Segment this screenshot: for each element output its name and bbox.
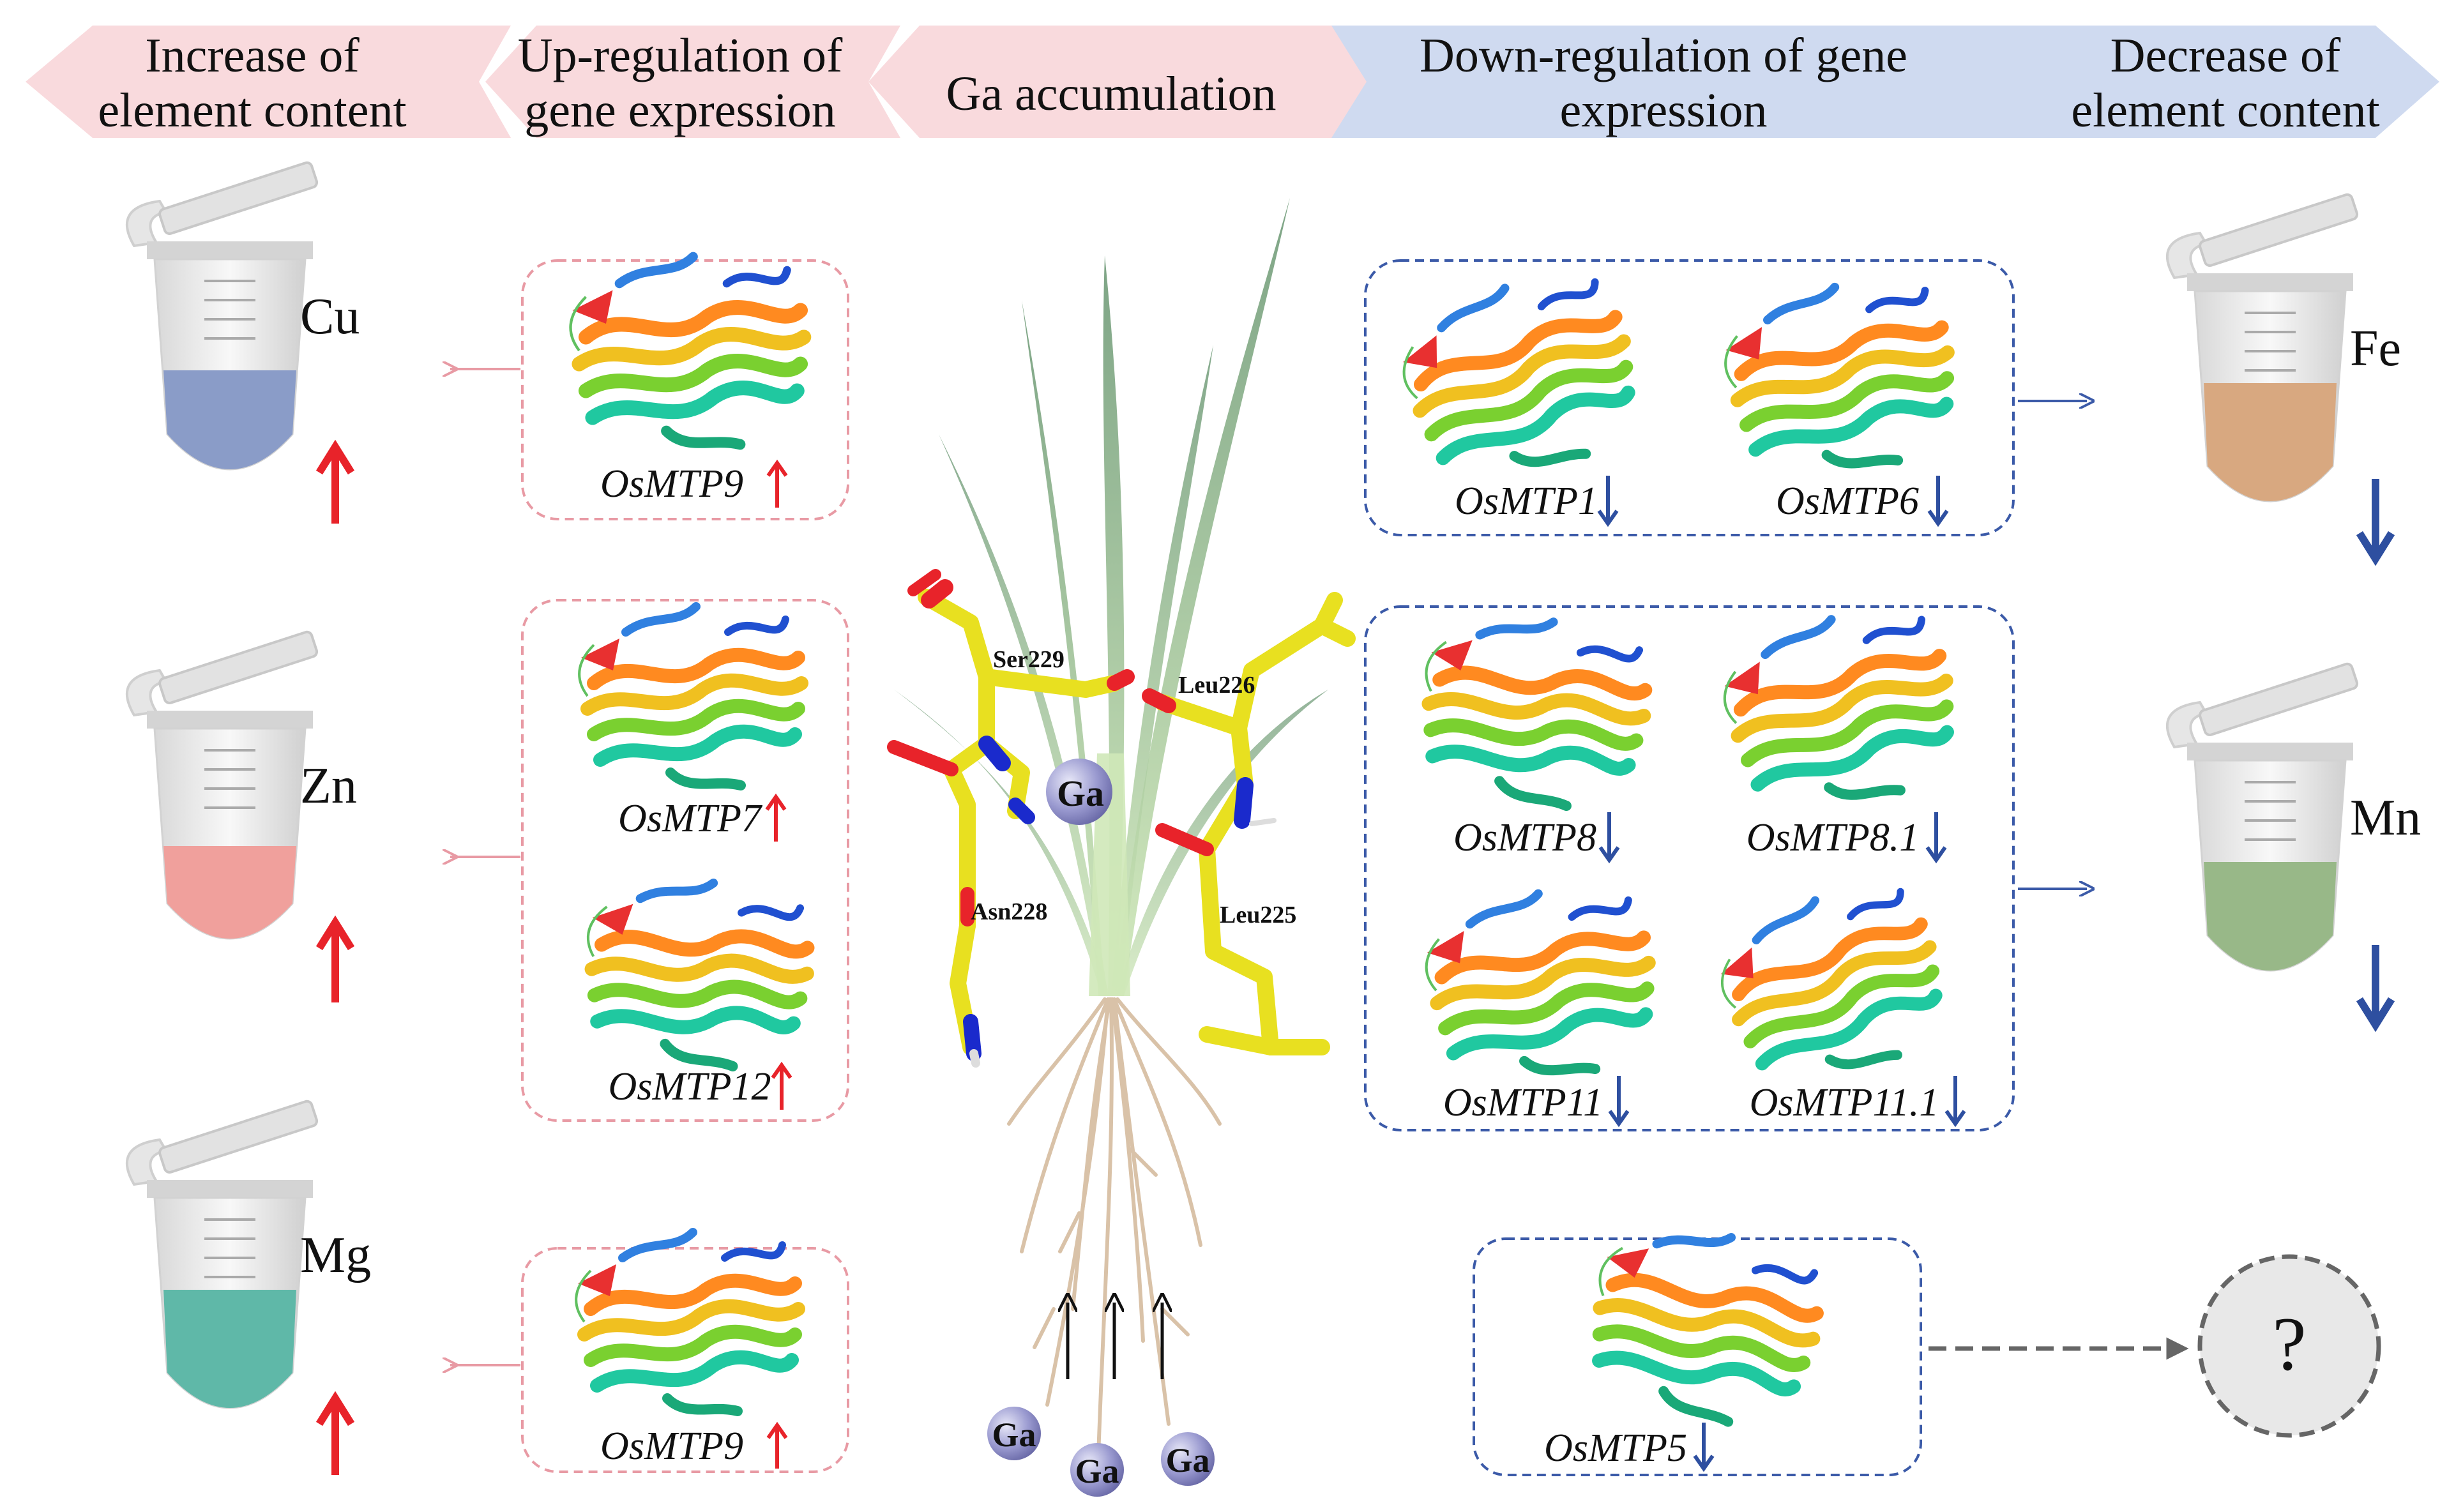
down-arrow-icon [1927,476,1949,527]
gene-label: OsMTP12 [609,1065,771,1108]
tube-liquid-mn [2204,862,2337,971]
residue-label: Ser229 [993,646,1065,673]
ga-label: Ga [1075,1452,1119,1490]
downreg-box-1: OsMTP1 OsMTP6 [1364,259,2015,536]
unknown-element: ? [2197,1254,2381,1438]
gene-label: OsMTP11 [1443,1081,1603,1124]
protein-structure-icon [1716,605,1960,813]
down-arrow-icon [1925,812,1947,864]
header-downreg-line1: Down-regulation of gene [1420,29,1907,82]
ga-ion-1: Ga [987,1407,1041,1460]
tube-liquid-mg [163,1290,296,1408]
protein-structure-icon [1708,876,1953,1092]
binding-site-model [887,569,1356,1068]
gene-label: OsMTP1 [1455,480,1598,523]
ga-binding-center: Ga [1046,759,1112,825]
header-downreg-line2: expression [1559,84,1767,137]
element-label-cu: Cu [300,289,360,345]
header-decrease-line1: Decrease of [2111,29,2341,82]
tube-liquid-cu [163,370,296,469]
tube-fe: Fe [2165,192,2401,566]
unknown-symbol: ? [2272,1301,2306,1386]
tube-mn: Mn [2165,661,2421,1032]
gene-label: OsMTP9 [600,1425,743,1468]
tube-cu: Cu [125,160,360,524]
ga-label: Ga [1165,1441,1209,1479]
element-label-fe: Fe [2350,321,2401,377]
tube-zn: Zn [125,629,357,1002]
header-decrease-line2: element content [2071,84,2379,137]
ga-label: Ga [1057,773,1104,814]
gene-label: OsMTP11.1 [1750,1081,1939,1124]
ga-label: Ga [992,1416,1036,1454]
header-increase-line2: element content [98,84,406,137]
protein-structure-icon [1421,886,1656,1080]
protein-structure-icon [1718,276,1958,478]
header-banner-ga-accumulation: Ga accumulation [868,26,1386,138]
gene-label: OsMTP5 [1544,1426,1687,1470]
rice-plant [894,198,1328,1458]
header-increase-line1: Increase of [145,29,360,82]
ga-ion-3: Ga [1161,1432,1215,1486]
gene-label: OsMTP7 [618,797,763,840]
gene-label: OsMTP8 [1453,816,1596,859]
down-arrow-icon [1944,1076,1966,1128]
gene-label: OsMTP8.1 [1747,816,1919,859]
down-arrow-icon [1608,1076,1630,1128]
gene-label: OsMTP9 [600,462,743,506]
header-center: Ga accumulation [946,67,1276,121]
tube-liquid-fe [2204,383,2337,501]
protein-structure-icon [1391,266,1645,487]
header-upreg-line2: gene expression [524,84,836,137]
header-banner-upregulation: Up-regulation of gene expression [485,26,900,138]
tube-mg: Mg [125,1098,371,1475]
down-arrow-icon [1598,812,1620,864]
protein-structure-icon [1407,601,1657,816]
protein-structure-icon [576,1232,798,1411]
gene-label: OsMTP6 [1776,480,1919,523]
header-banner-decrease: Decrease of element content [1983,26,2439,138]
element-label-mn: Mn [2350,790,2421,846]
header-banner-increase: Increase of element content [26,26,511,138]
up-arrow-icon [771,1061,792,1110]
protein-structure-icon [579,607,801,785]
upreg-box-3: OsMTP9 [521,1232,849,1473]
downreg-box-3: OsMTP5 [1473,1207,1922,1476]
element-label-zn: Zn [300,758,357,814]
down-arrow-icon [2356,945,2395,1032]
up-arrow-icon [315,915,355,1002]
downreg-box-2: OsMTP8 OsMTP8.1 OsMTP11 OsMTP11.1 [1364,601,2015,1131]
down-arrow-icon [2356,479,2395,566]
protein-structure-icon [1572,1207,1833,1437]
down-arrow-icon [1597,476,1619,527]
up-arrow-icon [315,1391,355,1475]
up-arrow-icon [766,459,788,508]
up-arrow-icon [765,793,787,842]
residue-label: Leu225 [1220,902,1296,928]
ga-ion-2: Ga [1070,1443,1124,1497]
residue-label: Asn228 [971,898,1047,925]
header-banner-downregulation: Down-regulation of gene expression [1331,26,2037,138]
down-arrow-icon [1693,1423,1715,1472]
upreg-box-2: OsMTP7 OsMTP12 [521,599,849,1122]
protein-structure-icon [571,257,804,444]
element-label-mg: Mg [300,1227,371,1283]
header-upreg-line1: Up-regulation of [518,29,843,82]
tube-liquid-zn [163,846,296,939]
residue-label: Leu226 [1178,672,1255,699]
up-arrow-icon [766,1421,788,1469]
upreg-box-1: OsMTP9 [521,257,849,520]
protein-structure-icon [573,867,817,1075]
up-arrow-icon [315,439,355,524]
